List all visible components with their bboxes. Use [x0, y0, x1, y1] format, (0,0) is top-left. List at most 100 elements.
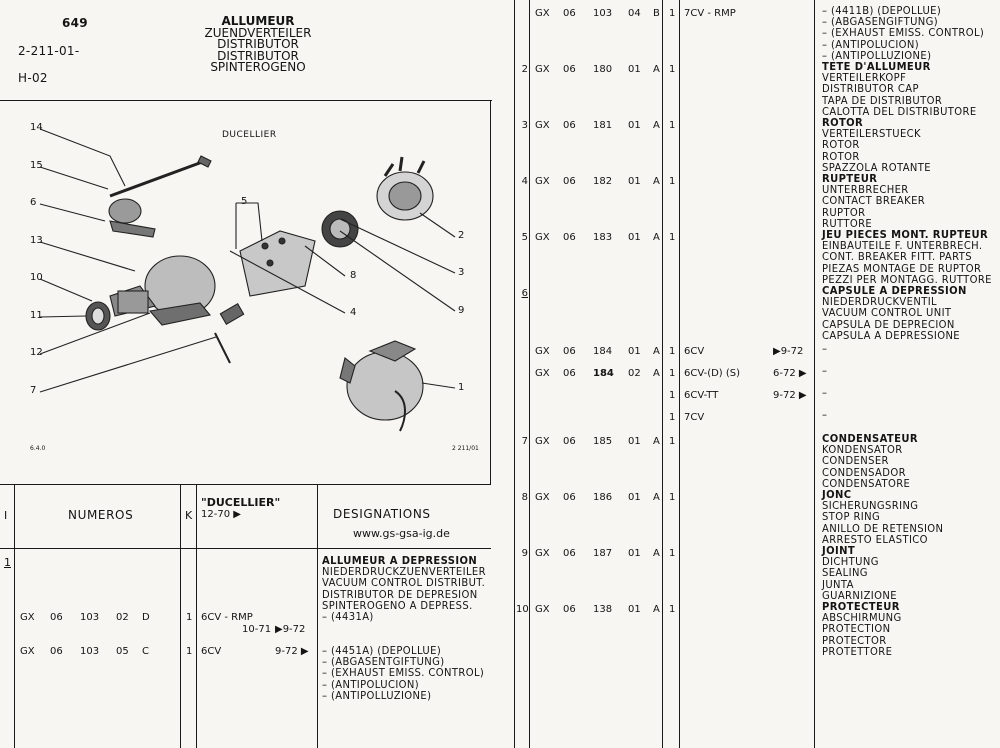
part-group: 06 [563, 346, 576, 357]
col-rule-right-d [679, 0, 680, 748]
part-number: 185 [593, 436, 613, 447]
desc-line: EINBAUTEILE F. UNTERBRECH. [822, 241, 983, 253]
desc-line: PROTETTORE [822, 646, 893, 658]
part-suffix: 02 [116, 612, 129, 623]
desc-line: GUARNIZIONE [822, 590, 897, 602]
part-desc: – [822, 344, 827, 355]
part-qty: 1 [669, 64, 676, 75]
part-qty: 1 [669, 346, 676, 357]
row-index: 7 [521, 436, 528, 447]
part-suffix: 01 [628, 436, 641, 447]
col-rule-numeros [180, 484, 181, 748]
part-number: 180 [593, 64, 613, 75]
desc-line: – [822, 410, 828, 421]
part-variant: A [653, 436, 660, 447]
part-qty: 1 [669, 492, 676, 503]
left-row-1-desc: ALLUMEUR A DEPRESSION NIEDERDRUCKZUENVER… [322, 556, 486, 612]
part-spec: 6CV-TT [684, 390, 719, 401]
desc-line: CONDENSER [822, 456, 889, 468]
desc-line: ALLUMEUR A DEPRESSION [322, 556, 478, 567]
callout-8: 8 [350, 270, 357, 281]
title-en: DISTRIBUTOR [217, 37, 299, 51]
website-link[interactable]: www.gs-gsa-ig.de [353, 527, 450, 540]
desc-line: JOINT [822, 546, 856, 557]
desc-line: – (4411B) (DEPOLLUE) [822, 6, 942, 17]
part-number: 184 [593, 368, 614, 379]
desc-line: UNTERBRECHER [822, 185, 909, 197]
desc-line: CAPSULE A DEPRESSION [822, 286, 967, 297]
desc-line: PIEZAS MONTAGE DE RUPTOR [822, 263, 982, 275]
part-group: 06 [563, 492, 576, 503]
part-qty: 1 [669, 390, 676, 401]
desc-line: SPINTEROGENO A DEPRESS. [322, 600, 473, 612]
desc-line: – (ANTIPOLLUZIONE) [322, 690, 432, 702]
part-qty: 1 [186, 646, 193, 657]
desc-line: DISTRIBUTOR DE DEPRESION [322, 589, 478, 601]
desc-line: JONC [822, 490, 852, 501]
desc-line: – [822, 388, 828, 399]
part-group: 06 [563, 120, 576, 131]
part-desc: – (4411B) (DEPOLLUE)– (ABGASENGIFTUNG)– … [822, 6, 984, 62]
part-group: 06 [50, 646, 63, 657]
part-suffix: 01 [628, 176, 641, 187]
desc-line: DICHTUNG [822, 557, 879, 569]
part-prefix: GX [20, 612, 35, 623]
part-qty: 1 [669, 436, 676, 447]
desc-line: ROTOR [822, 118, 864, 129]
desc-line: ANILLO DE RETENSION [822, 523, 944, 535]
desc-line: SICHERUNGSRING [822, 501, 919, 513]
col-header-designations: DESIGNATIONS [333, 507, 431, 521]
part-group: 06 [563, 604, 576, 615]
part-spec: 6CV [201, 646, 222, 657]
part-date-from: 10-71 [242, 624, 272, 635]
desc-line: CONDENSATORE [822, 478, 911, 490]
part-suffix: 01 [628, 604, 641, 615]
row-index: 5 [521, 232, 528, 243]
desc-line: RUPTOR [822, 207, 866, 219]
desc-line: CAPSULA DE DEPRECION [822, 319, 955, 331]
callout-5: 5 [241, 196, 248, 207]
desc-line: VERTEILERSTUECK [822, 129, 921, 141]
desc-line: PROTECTEUR [822, 602, 900, 613]
row-index: 8 [521, 492, 528, 503]
desc-line: – (ANTIPOLUCION) [822, 39, 920, 51]
col-rule-k [196, 484, 197, 748]
part-prefix: GX [535, 604, 550, 615]
part-date: 9-72 ▶ [773, 390, 807, 401]
part-variant: A [653, 120, 660, 131]
callout-9: 9 [458, 305, 465, 316]
page-number: 649 [62, 16, 88, 30]
part-number: 103 [80, 646, 100, 657]
part-spec: 6CV-(D) (S) [684, 368, 741, 379]
part-prefix: GX [535, 8, 550, 19]
part-variant: A [653, 64, 660, 75]
desc-line: VACUUM CONTROL DISTRIBUT. [322, 578, 486, 590]
title-de: ZUENDVERTEILER [204, 25, 312, 40]
part-qty: 1 [669, 412, 676, 423]
callout-7: 7 [30, 385, 37, 396]
row-index: 10 [516, 604, 529, 615]
part-qty: 1 [669, 232, 676, 243]
desc-line: CONT. BREAKER FITT. PARTS [822, 252, 972, 264]
callout-6: 6 [30, 197, 37, 208]
title-fr: ALLUMEUR [221, 14, 295, 28]
col-rule-right-e [814, 0, 815, 748]
figure-code-left: 6.4.0 [30, 445, 46, 452]
part-date: 6-72 ▶ [773, 368, 807, 379]
part-variant: D [142, 612, 150, 623]
callout-14: 14 [30, 122, 43, 133]
part-group: 06 [563, 8, 576, 19]
part-suffix: 04 [628, 8, 641, 19]
desc-line: SEALING [822, 568, 868, 580]
table-header-rule [0, 548, 491, 549]
part-variant: A [653, 548, 660, 559]
part-suffix: 01 [628, 232, 641, 243]
row-index: 6 [521, 288, 528, 299]
part-variant: A [653, 368, 660, 379]
part-qty: 1 [669, 8, 676, 19]
part-desc: – [822, 388, 827, 399]
